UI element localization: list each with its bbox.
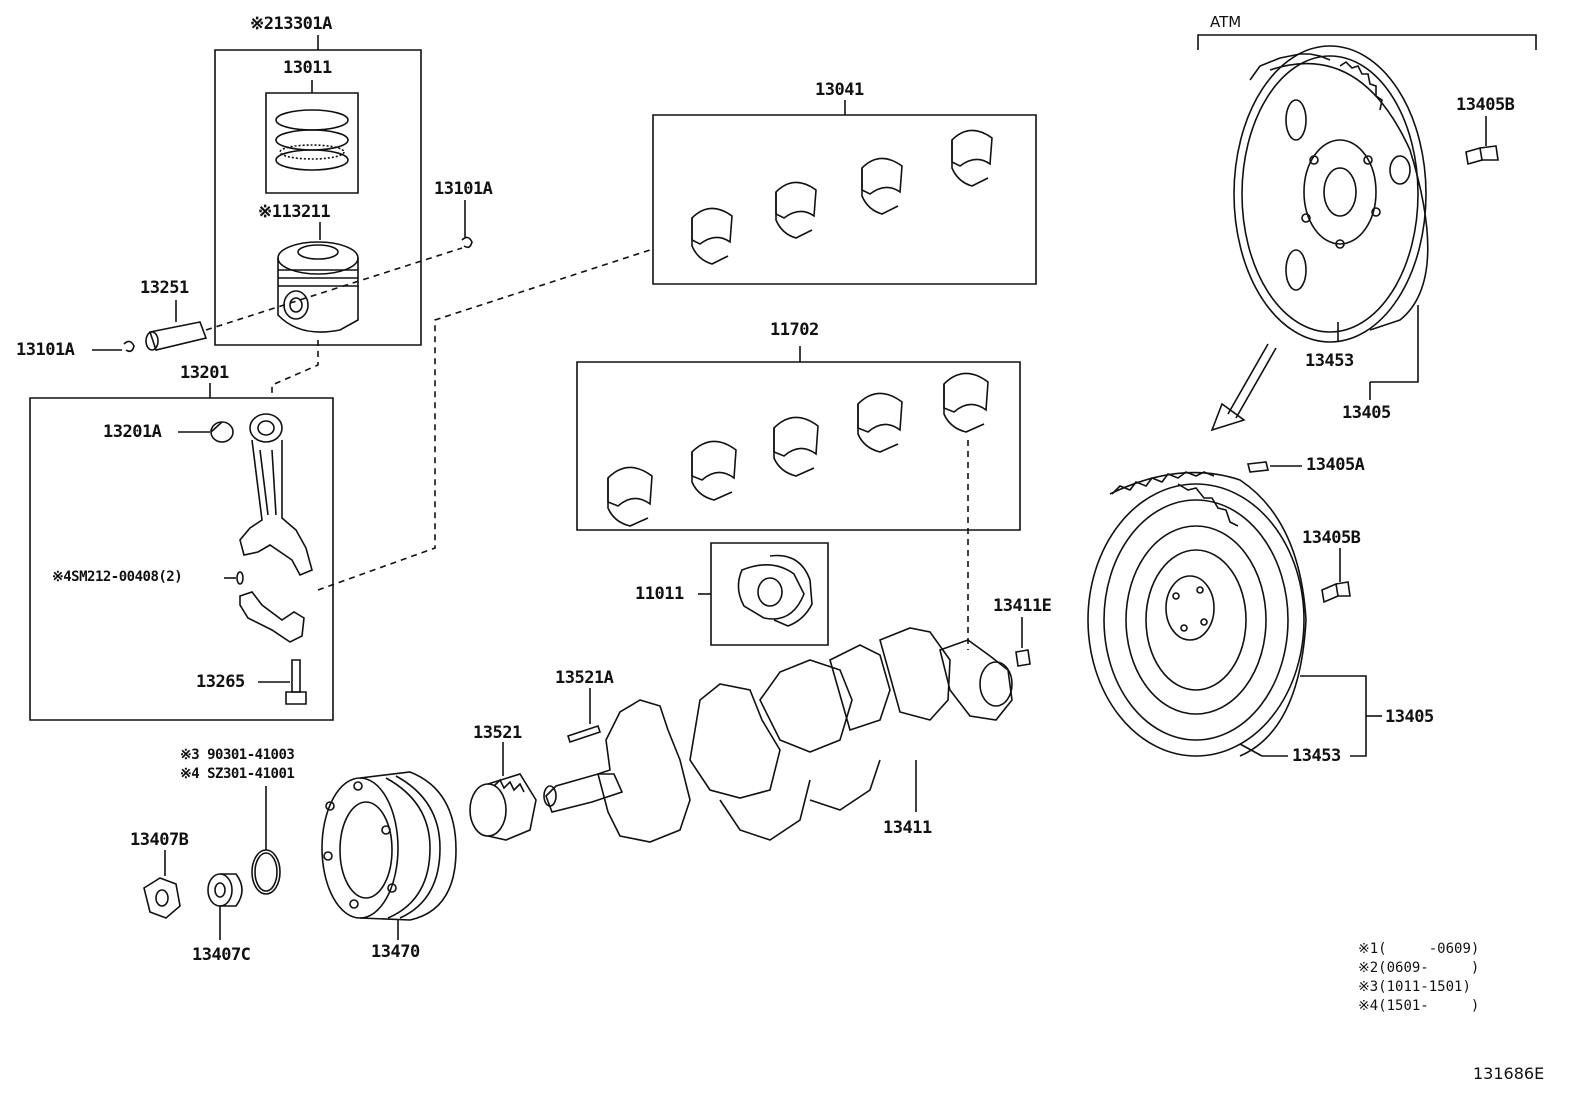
label-pulley-note-1: ※3 90301-41003 — [180, 747, 295, 763]
piston-rings-icon — [276, 110, 348, 170]
label-flywheel-bolt-top: 13405B — [1456, 95, 1515, 115]
label-piston: ※113211 — [258, 202, 331, 222]
label-conrod-bearing: 13041 — [815, 80, 864, 100]
piston-pin-icon — [92, 200, 472, 351]
conrod-box — [30, 340, 333, 720]
pulley-icon — [252, 772, 456, 940]
crank-pin-icon — [1016, 617, 1030, 666]
label-pulley: 13470 — [371, 942, 420, 962]
label-ring-set: 13011 — [283, 58, 332, 78]
label-snap-ring-right: 13101A — [434, 179, 493, 199]
legend-item: ※4(1501- ) — [1358, 998, 1480, 1014]
label-flywheel-bolt-bottom: 13405B — [1302, 528, 1361, 548]
label-flywheel-ring-top: 13453 — [1305, 351, 1354, 371]
conrod-bearing-box — [653, 100, 1036, 284]
legend-item: ※2(0609- ) — [1358, 960, 1480, 976]
label-atm: ATM — [1210, 13, 1242, 31]
flywheel-bottom-icon — [1088, 462, 1382, 756]
label-crank-pin-e: 13411E — [993, 596, 1052, 616]
crank-gear-icon — [470, 742, 536, 840]
label-nut: 13407B — [130, 830, 189, 850]
label-flywheel-bottom: 13405 — [1385, 707, 1434, 727]
label-conrod-bush: 13201A — [103, 422, 162, 442]
label-crank-gear: 13521 — [473, 723, 522, 743]
label-conrod: 13201 — [180, 363, 229, 383]
crank-key-icon — [568, 688, 600, 742]
legend: ※1( -0609) ※2(0609- ) ※3(1011-1501) ※4(1… — [1358, 940, 1479, 1016]
label-flywheel-top: 13405 — [1342, 403, 1391, 423]
thrust-washer-box — [698, 543, 828, 645]
label-crank-key: 13521A — [555, 668, 614, 688]
main-bearings-icon — [608, 373, 988, 650]
label-crankshaft: 13411 — [883, 818, 932, 838]
catalog-number: 131686E — [1473, 1064, 1545, 1083]
conrod-bearings-icon — [692, 130, 992, 264]
label-flywheel-pin: 13405A — [1306, 455, 1365, 475]
label-conrod-nut-note: ※4SM212-00408(2) — [52, 569, 183, 585]
label-piston-set: ※213301A — [250, 14, 332, 34]
label-snap-ring-left: 13101A — [16, 340, 75, 360]
arrow-icon — [1212, 344, 1276, 430]
label-pin: 13251 — [140, 278, 189, 298]
legend-item: ※3(1011-1501) — [1358, 979, 1471, 995]
nut-icon — [144, 850, 242, 940]
piston-icon — [278, 222, 358, 332]
crankshaft-icon — [544, 628, 1012, 842]
flywheel-top-icon — [1198, 35, 1536, 400]
conrod-icon — [178, 250, 650, 704]
label-washer: 13407C — [192, 945, 251, 965]
label-main-bearing: 11702 — [770, 320, 819, 340]
main-bearing-box — [577, 346, 1020, 530]
label-flywheel-ring-bottom: 13453 — [1292, 746, 1341, 766]
label-conrod-bolt: 13265 — [196, 672, 245, 692]
legend-item: ※1( -0609) — [1358, 941, 1480, 957]
label-pulley-note-2: ※4 SZ301-41001 — [180, 766, 295, 782]
piston-set-box — [215, 35, 421, 345]
label-thrust-washer: 11011 — [635, 584, 684, 604]
